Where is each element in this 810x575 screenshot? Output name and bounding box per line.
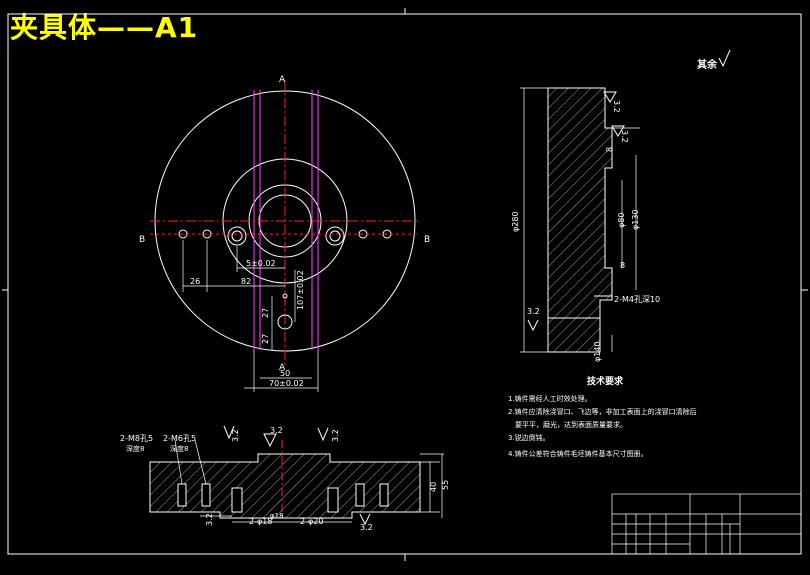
thread-note: 2-M4孔深10	[614, 295, 660, 304]
rough-e: 3.2	[360, 523, 373, 532]
roughness-symbol-icon	[223, 425, 235, 440]
tech-req-item: 4.铸件公差符合铸件毛坯铸件基本尺寸图册。	[508, 449, 648, 458]
dim-50: 50	[280, 369, 290, 378]
bolt-hole	[227, 226, 247, 246]
title-block	[611, 493, 802, 555]
thread-hole	[201, 483, 211, 507]
dim-inner1: φ80	[617, 213, 626, 228]
section-label-bottom: A	[279, 363, 286, 373]
pin-hole-small	[282, 293, 288, 299]
view-label-right: B	[424, 235, 430, 245]
roughness-symbol-icon	[317, 427, 329, 442]
plan-view: A A B B 5±0.02 26 82 107±0.02 27 27 50 7…	[139, 75, 430, 392]
bolt-hole	[325, 226, 345, 246]
roughness-symbol-icon	[603, 91, 617, 103]
dim-bottom: φ140	[593, 341, 602, 362]
section-label-top: A	[279, 75, 286, 85]
thread-hole	[177, 483, 187, 507]
dim-hole1: 2-φ18	[249, 517, 272, 526]
dim-107: 107±0.02	[296, 270, 305, 310]
rough-low: 3.2	[527, 307, 540, 316]
thread-mid-sub: 深度8	[170, 444, 188, 453]
tech-req-item: 1.铸件需经人工时效处理。	[508, 394, 592, 403]
dim-inner2: φ130	[631, 209, 640, 230]
thread-leader	[174, 439, 183, 485]
rough-d: 3.2	[205, 513, 214, 526]
section-view: φ280 φ80 φ130 8 8 3.2 3.2 3.2 2-M4孔深10 φ…	[511, 87, 660, 362]
bolt-hole-section	[327, 487, 339, 513]
drawing-title: 夹具体——A1	[10, 11, 199, 44]
dim-outer: φ280	[511, 211, 520, 232]
thread-mid: 2-M6孔5	[163, 434, 196, 443]
roughness-symbol-icon	[527, 319, 539, 332]
dim-hole2: 2-φ20	[300, 517, 323, 526]
thread-left: 2-M8孔5	[120, 434, 153, 443]
dim-27a: 27	[261, 308, 270, 318]
section-body	[547, 87, 613, 353]
dim-small: φ18	[270, 512, 284, 520]
rough-mid: 3.2	[620, 130, 629, 143]
roughness-note: 其余	[697, 58, 718, 71]
rough-top: 3.2	[612, 100, 621, 113]
roughness-symbol-icon	[611, 125, 625, 137]
tech-req-item: 要平平，磨光，达到表面质量要求。	[515, 420, 627, 429]
pin-hole	[277, 314, 293, 330]
dim-h2: 55	[441, 480, 450, 490]
label-8a: 8	[605, 147, 614, 152]
dim-70: 70±0.02	[269, 379, 304, 388]
dim-27b: 27	[261, 334, 270, 344]
thread-hole	[355, 483, 365, 507]
dim-h1: 40	[429, 482, 438, 492]
dim-82: 82	[241, 277, 251, 286]
view-label-left: B	[139, 235, 145, 245]
bolt-hole-inner	[231, 230, 243, 242]
tech-req-item: 2.铸件应清除浇冒口、飞边等，非加工表面上的浇冒口清除后	[508, 407, 697, 416]
dim-5: 5±0.02	[246, 259, 276, 268]
tech-requirements: 技术要求 1.铸件需经人工时效处理。 2.铸件应清除浇冒口、飞边等，非加工表面上…	[508, 375, 697, 458]
label-8b: 8	[620, 261, 625, 270]
roughness-symbol-icon	[718, 49, 731, 68]
tech-req-item: 3.锐边倒钝。	[508, 433, 550, 442]
rough-c: 3.2	[331, 429, 340, 442]
bolt-hole-section	[231, 487, 243, 513]
dim-26: 26	[190, 277, 200, 286]
thread-hole	[379, 483, 389, 507]
rough-b: 3.2	[270, 426, 283, 435]
front-view: 2-M8孔5 深度8 2-M6孔5 深度8 3.2 3.2 3.2 3.2 3.…	[120, 425, 450, 532]
roughness-symbol-icon	[263, 433, 277, 448]
rough-a: 3.2	[231, 429, 240, 442]
thread-left-sub: 深度8	[126, 444, 144, 453]
bolt-hole-inner	[329, 230, 341, 242]
roughness-symbol-icon	[359, 513, 371, 526]
thread-leader	[194, 439, 207, 485]
tech-req-heading: 技术要求	[587, 375, 624, 387]
